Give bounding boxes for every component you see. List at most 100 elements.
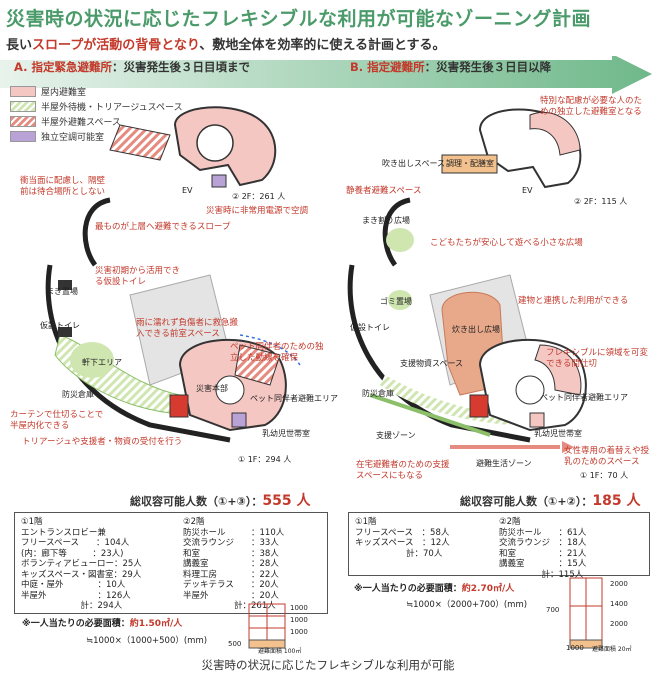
floor-plan-a bbox=[45, 106, 301, 443]
legend-item-aircon: 独立空調可能室 bbox=[10, 129, 183, 144]
capacity-table-a: ①1階 エントランスロビー兼 フリースペース ：104人 (内：廊下等 ：23人… bbox=[14, 512, 328, 614]
plan-a-label: まき置場 bbox=[46, 287, 78, 296]
section-b-label: B. 指定避難所：災害発生後３日目以降 bbox=[350, 59, 551, 75]
plan-b-label: 仮設トイレ bbox=[350, 323, 390, 332]
module-b-dim: 1000 bbox=[566, 644, 584, 652]
plan-b-annotation: 特別な配慮が必要な人のための独立した避難室となる bbox=[540, 96, 643, 117]
plan-a-annotation: 最ものが上層へ避難できるスロープ bbox=[95, 222, 231, 232]
plan-a-label: ペット同伴者避難エリア bbox=[250, 394, 338, 403]
area-module-diagram-b bbox=[569, 577, 603, 649]
plan-b-annotation: 女性専用の着替えや授乳のためのスペース bbox=[564, 446, 650, 467]
plan-a-annotation: カーテンで仕切ることで半屋内化できる bbox=[10, 410, 104, 431]
module-a-caption: 避難面積 100㎡ bbox=[258, 648, 302, 655]
legend-swatch-semi-outdoor bbox=[10, 116, 36, 127]
total-capacity-b-label: 総収容可能人数（①+②）： bbox=[460, 495, 593, 508]
total-capacity-a: 総収容可能人数（①+③）：555 人 bbox=[130, 490, 310, 510]
legend-item-triage: 半屋外待機・トリアージュスペース bbox=[10, 99, 183, 114]
capacity-table-b-floor2: ②2階 防災ホール ：61人 交流ラウンジ ：18人 和室 ：21人 講義室 ：… bbox=[499, 517, 587, 580]
module-a-dim: 1000 bbox=[290, 616, 308, 624]
plan-b-label: EV bbox=[522, 186, 533, 195]
plan-b-annotation: 静養者避難スペース bbox=[346, 186, 422, 196]
section-a-label: A. 指定緊急避難所：災害発生後３日目頃まで bbox=[14, 59, 250, 75]
area-note-b-pre: ※一人当たりの必要面積： bbox=[354, 584, 462, 594]
legend-swatch-triage bbox=[10, 101, 36, 112]
section-b-label-rest: ：災害発生後３日目以降 bbox=[424, 60, 552, 74]
area-formula-b: ≒1000×（2000+700）(mm) bbox=[406, 600, 528, 610]
legend-item-semi-outdoor: 半屋外避難スペース bbox=[10, 114, 183, 129]
plan-b-floor2-count: ② 2F：115 人 bbox=[574, 197, 628, 206]
plan-b-annotation: こどもたちが安心して遊べる小さな広場 bbox=[430, 238, 583, 248]
section-b-label-red: B. 指定避難所 bbox=[350, 60, 425, 74]
area-note-a: ※一人当たりの必要面積：約1.50㎡/人 bbox=[22, 616, 182, 629]
plan-b-label: 調理・配膳室 bbox=[446, 159, 494, 168]
total-capacity-b-value: 185 人 bbox=[592, 493, 641, 509]
plan-b-label: 乳幼児世帯室 bbox=[534, 429, 582, 438]
module-a-dim: 1000 bbox=[290, 604, 308, 612]
floor-plan-b bbox=[347, 108, 587, 453]
page-title: 災害時の状況に応じたフレキシブルな利用が可能なゾーニング計画 bbox=[6, 8, 592, 30]
module-b-dim: 2000 bbox=[610, 580, 628, 588]
plan-b-label: ペット同伴者避難エリア bbox=[540, 393, 628, 402]
total-capacity-a-label: 総収容可能人数（①+③）： bbox=[130, 495, 263, 508]
capacity-table-b: ①1階 フリースペース ：58人 キッズスペース ：12人 計：70人 ②2階 … bbox=[348, 512, 650, 580]
plan-a-floor1-count: ① 1F：294 人 bbox=[238, 455, 292, 464]
plan-a-label: EV bbox=[182, 186, 193, 195]
area-note-b-value: 約2.70㎡/人 bbox=[461, 584, 515, 594]
total-capacity-b: 総収容可能人数（①+②）：185 人 bbox=[460, 490, 640, 510]
subtitle-pre: 長い bbox=[6, 38, 33, 53]
plan-a-label: 仮設トイレ bbox=[40, 321, 80, 330]
legend-swatch-aircon bbox=[10, 131, 36, 142]
plan-a-annotation: 雨に濡れず負傷者に救急搬入できる前室スペース bbox=[136, 318, 239, 339]
legend-item-indoor: 屋内避難室 bbox=[10, 84, 183, 99]
section-a-label-rest: ：災害発生後３日目頃まで bbox=[112, 60, 250, 74]
subtitle-post: 、敷地全体を効率的に使える計画とする。 bbox=[199, 38, 446, 53]
module-b-dim: 700 bbox=[546, 606, 560, 614]
plan-b-label: 防災倉庫 bbox=[362, 389, 394, 398]
module-b-dim: 2000 bbox=[610, 620, 628, 628]
plan-b-label: 吹き出しスペース bbox=[382, 159, 446, 168]
plan-b-annotation: 建物と連携した利用ができる bbox=[518, 296, 629, 306]
plan-a-floor2-count: ② 2F：261 人 bbox=[232, 192, 286, 201]
plan-b-label: ゴミ置場 bbox=[380, 297, 412, 306]
page-subtitle: 長いスロープが活動の背骨となり、敷地全体を効率的に使える計画とする。 bbox=[6, 34, 446, 53]
legend-swatch-indoor bbox=[10, 86, 36, 97]
plan-a-label: 防災倉庫 bbox=[62, 390, 94, 399]
area-note-b: ※一人当たりの必要面積：約2.70㎡/人 bbox=[354, 581, 514, 594]
module-b-dim: 1400 bbox=[610, 600, 628, 608]
plan-b-annotation: フレキシブルに領域を可変できる間仕切 bbox=[546, 348, 649, 369]
plan-a-annotation: トリアージュや支援者・物資の受付を行う bbox=[22, 437, 183, 447]
legend-label-triage: 半屋外待機・トリアージュスペース bbox=[41, 103, 183, 113]
plan-a-label: 乳幼児世帯室 bbox=[262, 429, 310, 438]
plan-b-label: 支援ゾーン bbox=[376, 431, 416, 440]
plan-a-annotation: ペット同伴者のための独立した動線を確保 bbox=[230, 342, 324, 363]
legend-label-semi-outdoor: 半屋外避難スペース bbox=[41, 118, 121, 128]
plan-a-annotation: 衝当面に配慮し、隔壁前は待合場所としない bbox=[20, 176, 106, 197]
legend: 屋内避難室 半屋外待機・トリアージュスペース 半屋外避難スペース 独立空調可能室 bbox=[10, 84, 183, 144]
plan-b-label: 避難生活ゾーン bbox=[476, 459, 532, 468]
subtitle-emphasis: スロープが活動の背骨となり bbox=[32, 38, 200, 53]
plan-a-label: 災害本部 bbox=[196, 384, 228, 393]
area-note-a-value: 約1.50㎡/人 bbox=[129, 619, 183, 629]
plan-a-annotation: 災害初期から活用できる仮設トイレ bbox=[95, 266, 181, 287]
module-b-caption: 避難面積 20㎡ bbox=[592, 646, 632, 653]
section-a-label-red: A. 指定緊急避難所 bbox=[14, 60, 112, 74]
legend-label-aircon: 独立空調可能室 bbox=[41, 133, 105, 143]
plan-b-label: まき割り広場 bbox=[362, 216, 410, 225]
plan-a-label: 軒下エリア bbox=[82, 358, 122, 367]
capacity-table-b-floor1: ①1階 フリースペース ：58人 キッズスペース ：12人 計：70人 bbox=[355, 517, 450, 559]
total-capacity-a-value: 555 人 bbox=[262, 493, 311, 509]
plan-b-floor1-count: ① 1F：70 人 bbox=[580, 471, 629, 480]
capacity-table-a-floor1: ①1階 エントランスロビー兼 フリースペース ：104人 (内：廊下等 ：23人… bbox=[21, 517, 142, 611]
capacity-table-a-floor2: ②2階 防災ホール ：110人 交流ラウンジ ：33人 和室 ：38人 講義室 … bbox=[183, 517, 285, 611]
area-module-diagram-a bbox=[248, 603, 286, 649]
plan-b-label: 支援物資スペース bbox=[400, 359, 464, 368]
plan-b-annotation: 在宅避難者のための支援スペースにもなる bbox=[356, 460, 450, 481]
module-a-dim: 500 bbox=[228, 640, 242, 648]
plan-b-label: 炊き出し広場 bbox=[452, 325, 500, 334]
timeline-arrow bbox=[0, 56, 652, 94]
plan-a-annotation: 災害時に非常用電源で空調 bbox=[206, 206, 309, 216]
area-formula-a: ≒1000×（1000+500）(mm) bbox=[86, 636, 208, 646]
module-a-dim: 1000 bbox=[290, 628, 308, 636]
figure-caption: 災害時の状況に応じたフレキシブルな利用が可能 bbox=[201, 658, 455, 672]
area-note-a-pre: ※一人当たりの必要面積： bbox=[22, 619, 130, 629]
